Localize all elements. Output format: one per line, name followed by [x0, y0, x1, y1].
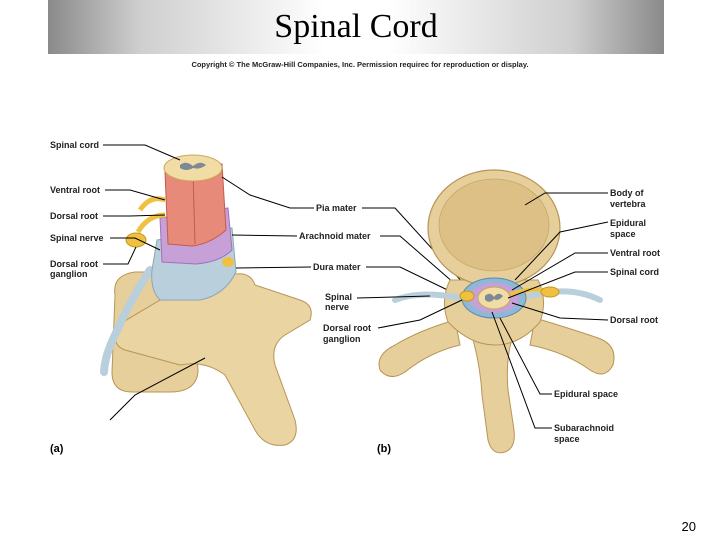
label-ventral-root-b: Ventral root	[610, 248, 660, 258]
transverse-process-right-b	[529, 317, 615, 375]
leader-epidural-space-b	[499, 317, 552, 395]
leader-spinal-nerve-a	[110, 237, 161, 251]
label-arachnoid-mater: Arachnoid mater	[299, 231, 371, 241]
leader-spinal-cord-b	[507, 271, 608, 299]
leader-dura-left	[235, 266, 312, 269]
leader-pia-left	[221, 176, 314, 209]
label-epidural-space-b: Epidural space	[554, 389, 618, 399]
label-dorsal-root-a: Dorsal root	[50, 211, 98, 221]
label-dorsal-root-b: Dorsal root	[610, 315, 658, 325]
gray-matter-a	[180, 162, 206, 170]
leader-arachnoid-right	[380, 235, 463, 291]
vertebral-body-inner-b	[438, 178, 550, 272]
leader-body-of-vertebra	[524, 192, 608, 206]
leader-dorsal-root-b	[511, 302, 609, 321]
leader-dorsal-root-a	[103, 214, 166, 217]
leader-arachnoid-left	[231, 234, 298, 237]
label-dorsal-root-ganglion-b-2: ganglion	[323, 334, 361, 344]
label-body-of-vertebra-2: vertebra	[610, 199, 647, 209]
ventral-root-a	[137, 196, 166, 212]
label-ventral-root-a: Ventral root	[50, 185, 100, 195]
leader-vertebra-a	[109, 357, 206, 421]
leader-spinal-nerve-b	[356, 295, 431, 299]
panel-label-b: (b)	[377, 443, 391, 455]
gray-matter-b	[485, 293, 503, 302]
dorsal-root-ganglion-left-b	[459, 290, 475, 302]
label-body-of-vertebra-1: Body of	[610, 188, 644, 198]
label-spinal-nerve-a: Spinal nerve	[50, 233, 104, 243]
figure-b-illustration	[378, 169, 615, 454]
slide-title: Spinal Cord	[274, 8, 438, 45]
copyright-notice: Copyright © The McGraw-Hill Companies, I…	[191, 60, 529, 69]
label-spinal-nerve-b-2: nerve	[325, 302, 349, 312]
leader-subarachnoid-space	[491, 311, 552, 429]
figure-a-illustration	[100, 154, 312, 446]
label-subarachnoid-space-2: space	[554, 434, 580, 444]
page-number: 20	[681, 519, 696, 534]
label-dorsal-root-ganglion-a-1: Dorsal root	[50, 259, 98, 269]
label-subarachnoid-space-1: Subarachnoid	[554, 423, 614, 433]
vertebral-arch-a	[114, 273, 312, 446]
label-epidural-space-top-2: space	[610, 229, 636, 239]
label-dura-mater: Dura mater	[313, 262, 361, 272]
dorsal-root-ganglion-right-b	[540, 286, 560, 298]
spinal-nerve-right-b	[527, 288, 603, 303]
label-dorsal-root-ganglion-a-2: ganglion	[50, 269, 88, 279]
leader-ganglion-b	[377, 299, 463, 329]
spinal-nerve-left-b	[392, 291, 463, 303]
spinal-nerve-a	[100, 266, 154, 376]
label-spinal-cord-b: Spinal cord	[610, 267, 659, 277]
label-spinal-nerve-b-1: Spinal	[325, 292, 352, 302]
dorsal-root-ganglion-a	[125, 232, 147, 248]
leader-dura-right	[366, 266, 461, 297]
pia-mater-a	[164, 163, 227, 247]
leader-spinal-cord-a	[103, 144, 181, 161]
leader-ventral-root-b	[511, 252, 608, 291]
leader-ganglion-a	[103, 246, 137, 265]
spinous-process-b	[469, 329, 516, 454]
label-spinal-cord-a: Spinal cord	[50, 140, 99, 150]
label-pia-mater: Pia mater	[316, 203, 357, 213]
label-dorsal-root-ganglion-b-1: Dorsal root	[323, 323, 371, 333]
label-epidural-space-top-1: Epidural	[610, 218, 646, 228]
transverse-process-left-b	[378, 319, 461, 377]
panel-label-a: (a)	[50, 443, 64, 455]
ganglion-right-a	[222, 257, 234, 267]
title-bar: Spinal Cord	[48, 0, 664, 54]
leader-ventral-root-a	[105, 189, 166, 201]
leader-epidural-space-top	[514, 221, 609, 281]
